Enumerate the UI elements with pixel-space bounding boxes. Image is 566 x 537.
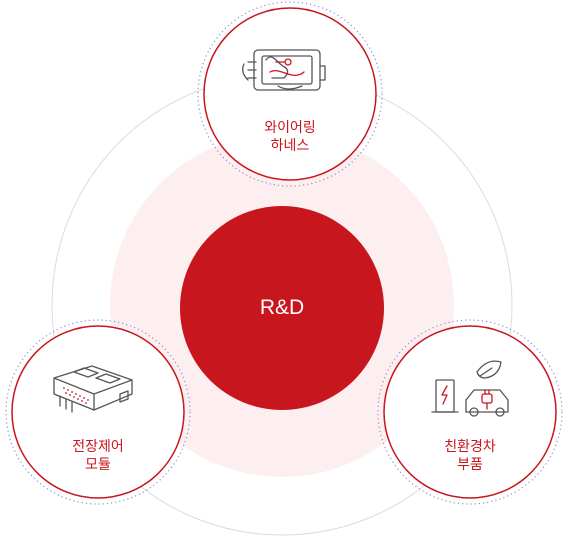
eco-vehicle-charging-icon (431, 360, 509, 417)
wiring-harness-icon (242, 49, 326, 91)
electronic-control-module-icon (53, 365, 133, 413)
node-electronic-control-module (5, 319, 191, 505)
node-label-eco-vehicle-parts: 친환경차 부품 (410, 438, 530, 474)
center-circle (180, 206, 384, 410)
node-label-line2: 하네스 (270, 138, 310, 154)
node-label-line1: 와이어링 (264, 120, 316, 136)
node-wiring-harness (197, 1, 383, 187)
center-label: R&D (259, 296, 305, 319)
node-label-line2: 모듈 (85, 457, 111, 473)
node-label-wiring-harness: 와이어링 하네스 (230, 119, 350, 155)
node-label-line1: 친환경차 (444, 439, 496, 455)
node-label-line2: 부품 (457, 457, 483, 473)
node-label-electronic-control-module: 전장제어 모듈 (38, 438, 158, 474)
node-label-line1: 전장제어 (72, 439, 124, 455)
